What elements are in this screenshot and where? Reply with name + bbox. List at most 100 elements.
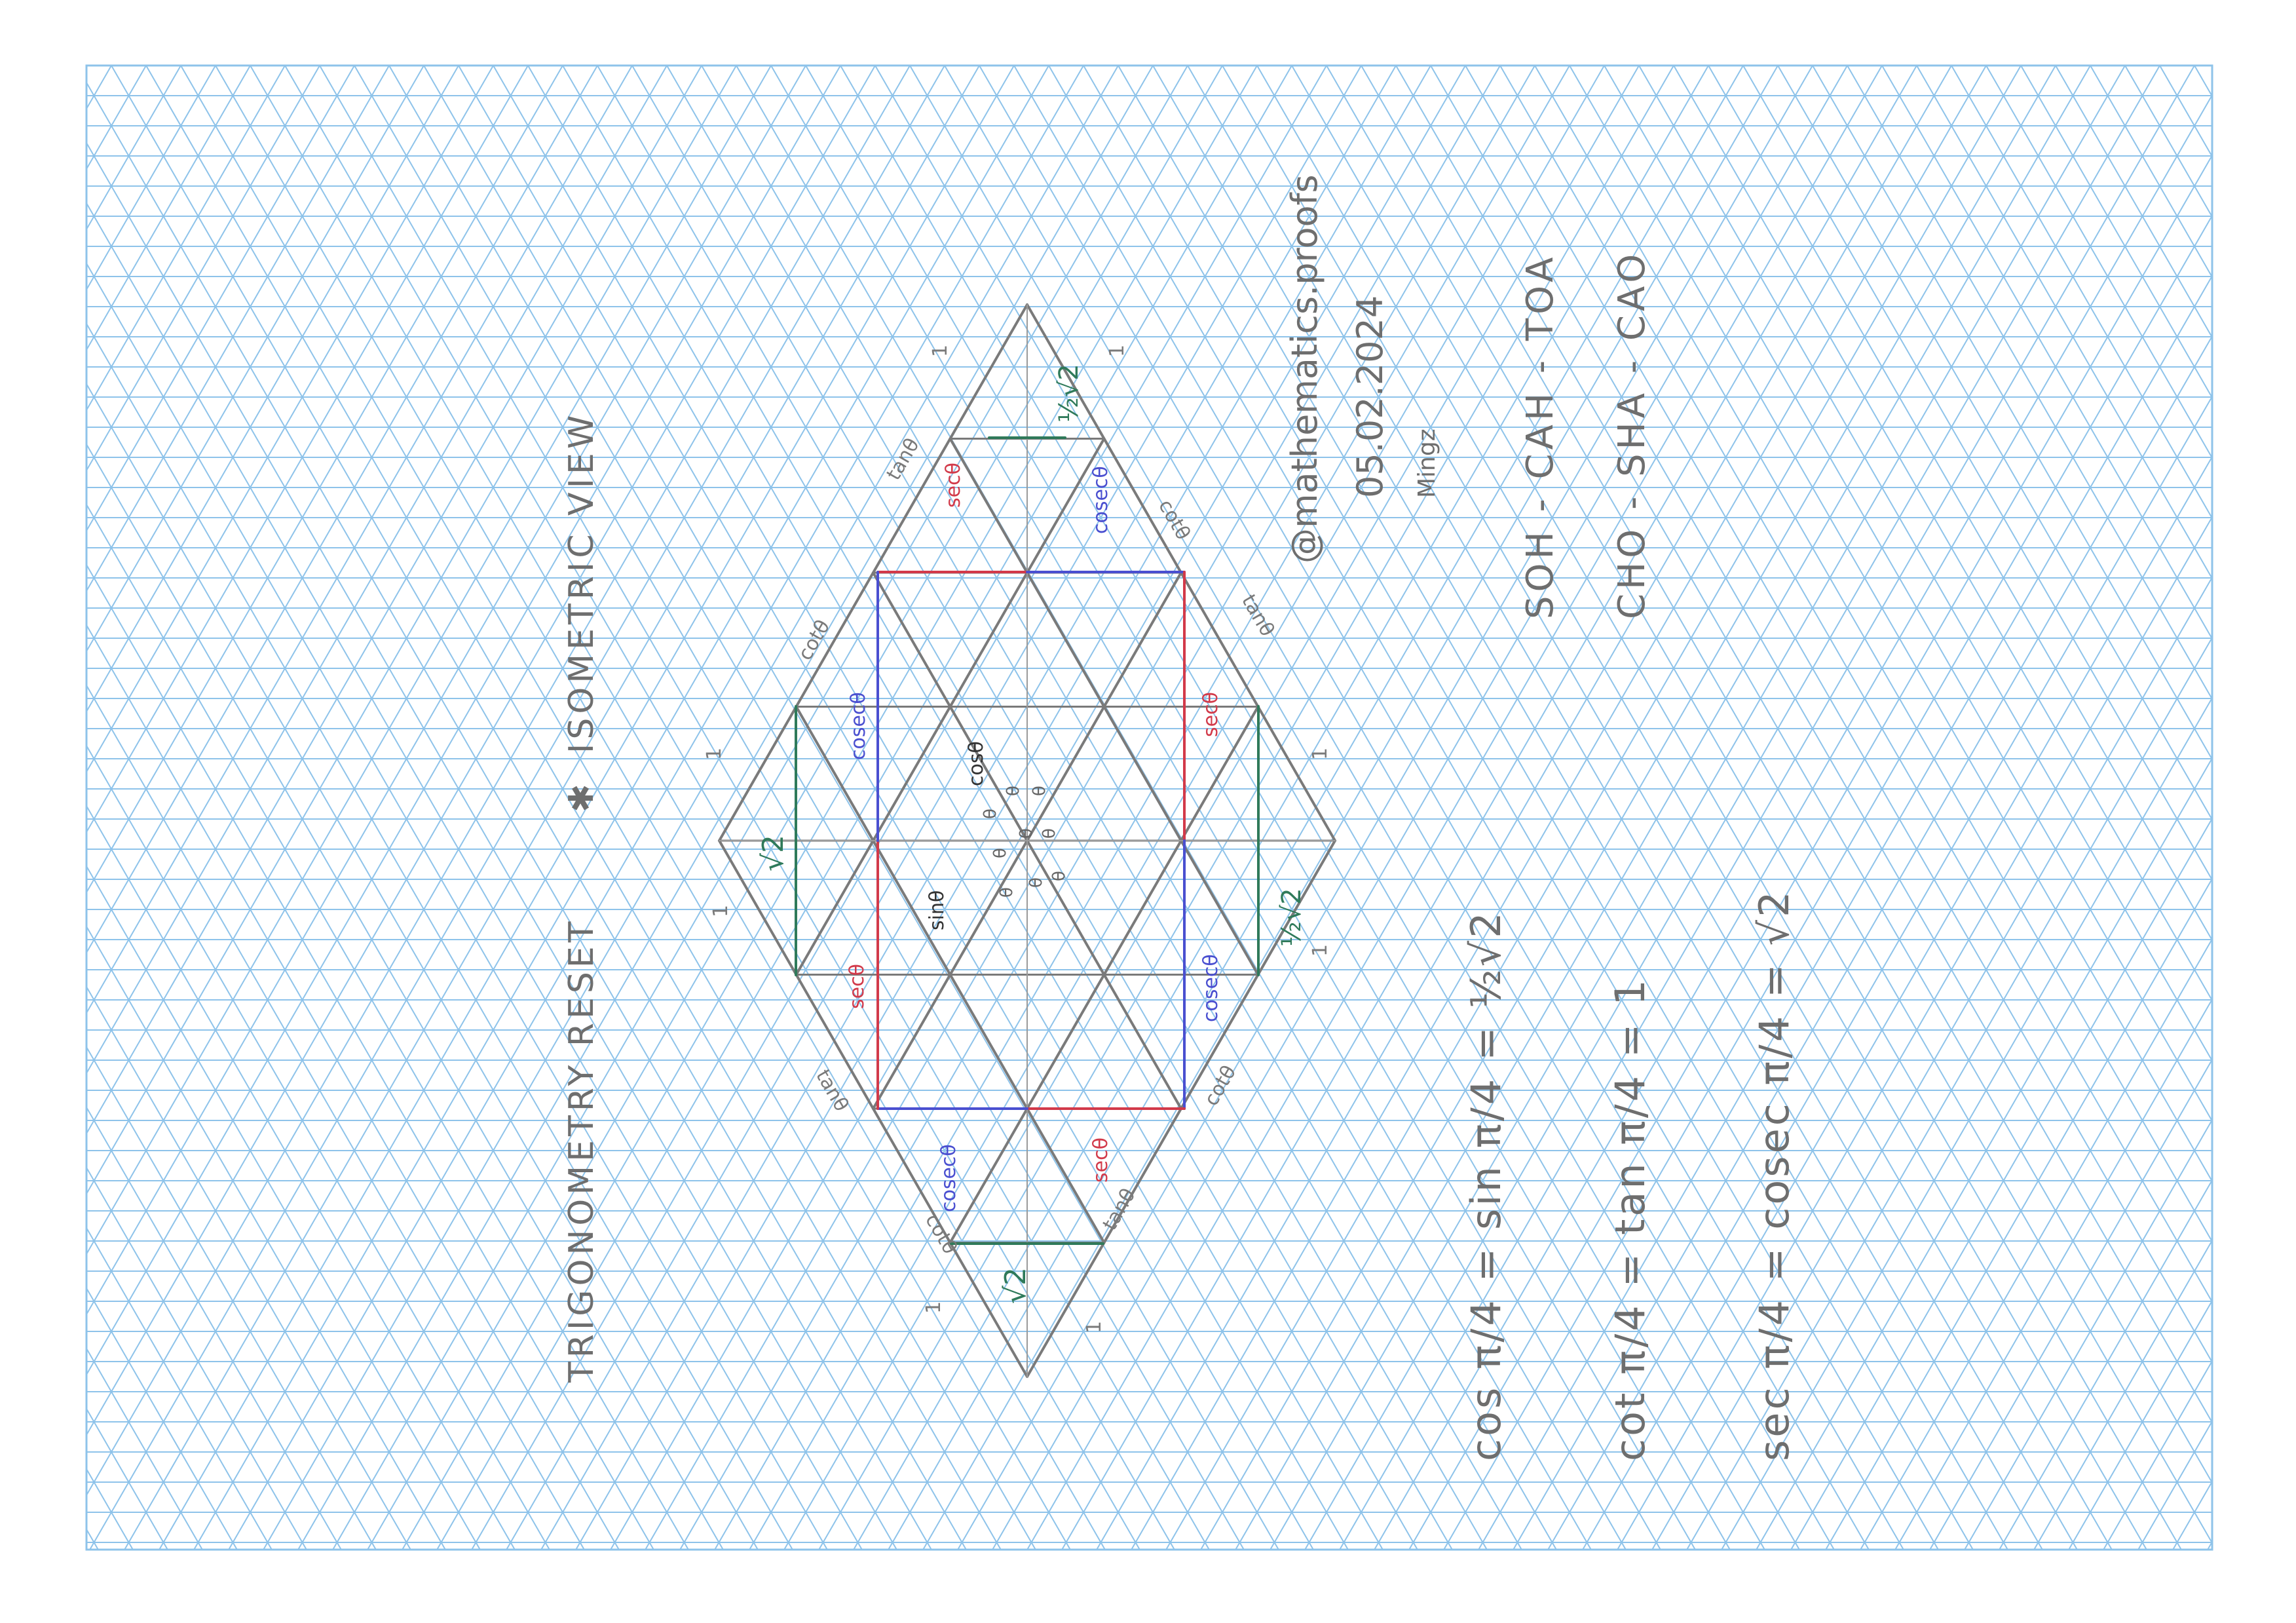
- grid-line-d1: [2090, 66, 2212, 278]
- grid-line-d2: [610, 66, 1466, 1550]
- grid-line-d1: [86, 383, 759, 1550]
- grid-line-d1: [180, 66, 1036, 1550]
- grid-line-d1: [1604, 66, 2212, 1122]
- grid-line-d1: [1777, 66, 2212, 821]
- grid-line-d2: [1686, 636, 2212, 1550]
- grid-line-d2: [89, 66, 945, 1550]
- grid-line-d1: [86, 684, 585, 1550]
- grid-line-d2: [1478, 275, 2212, 1550]
- grid-line-d2: [1096, 66, 1952, 1550]
- label-theta-1: θ: [1004, 786, 1023, 796]
- grid-line-d1: [1256, 66, 2113, 1550]
- grid-line-d2: [1547, 395, 2212, 1550]
- label-sec-4: secθ: [1089, 1137, 1112, 1183]
- grid-line-d2: [922, 66, 1778, 1550]
- label-half-root2-top: ½√2: [1054, 364, 1084, 423]
- grid-line-d2: [0, 66, 7, 1550]
- grid-line-d2: [1235, 66, 2091, 1550]
- grid-line-d1: [86, 202, 863, 1550]
- grid-line-d1: [1152, 66, 2008, 1550]
- grid-line-d2: [436, 66, 1292, 1550]
- grid-line-d2: [575, 66, 1431, 1550]
- grid-line-d2: [1270, 66, 2126, 1550]
- grid-line-d1: [1812, 66, 2212, 761]
- mnemonic-cho: CHO - SHA - CAO: [1611, 250, 1653, 619]
- grid-line-d1: [86, 1407, 168, 1550]
- grid-line-d1: [1742, 66, 2212, 881]
- grid-line-d1: [1465, 66, 2212, 1364]
- grid-line-d2: [1860, 938, 2212, 1550]
- grid-line-d2: [1443, 214, 2212, 1550]
- grid-line-d1: [86, 1046, 377, 1550]
- grid-line-d1: [86, 262, 828, 1550]
- grid-line-d2: [1061, 66, 1917, 1550]
- grid-line-d1: [736, 66, 1592, 1550]
- grid-line-d2: [1894, 998, 2212, 1550]
- grid-line-d2: [263, 66, 1119, 1550]
- grid-line-d2: [86, 66, 251, 351]
- grid-line-d2: [1374, 94, 2212, 1550]
- grid-line-d1: [86, 624, 620, 1550]
- grid-line-d1: [86, 503, 689, 1550]
- grid-line-d1: [86, 1287, 238, 1550]
- grid-line-d1: [1361, 66, 2212, 1544]
- grid-line-d2: [471, 66, 1327, 1550]
- grid-line-d2: [86, 66, 876, 1436]
- grid-line-d2: [86, 66, 112, 110]
- label-one-left-lower: 1: [709, 905, 732, 917]
- credit-block: @mathematics.proofs 05.02.2024 Mingz: [1284, 174, 1440, 563]
- label-cosec-2: cosecθ: [847, 692, 870, 760]
- label-sec-1: secθ: [942, 463, 965, 508]
- grid-line-d1: [86, 805, 516, 1550]
- grid-line-d2: [86, 66, 841, 1376]
- grid-line-d2: [86, 66, 181, 231]
- grid-line-d1: [423, 66, 1279, 1550]
- grid-line-d2: [992, 66, 1848, 1550]
- grid-line-d1: [701, 66, 1557, 1550]
- equation-cot-tan: cot π/4 = tan π/4 = 1: [1606, 977, 1654, 1461]
- grid-line-d1: [909, 66, 1765, 1550]
- label-theta-5: θ: [1040, 828, 1059, 839]
- grid-line-d2: [749, 66, 1605, 1550]
- grid-line-d1: [666, 66, 1522, 1550]
- grid-line-d2: [1999, 1179, 2212, 1550]
- grid-line-d1: [1708, 66, 2212, 942]
- grid-line-d1: [1083, 66, 1939, 1550]
- grid-line-d1: [875, 66, 1731, 1550]
- grid-line-d1: [1395, 66, 2212, 1484]
- grid-line-d1: [1013, 66, 1870, 1550]
- date-text: 05.02.2024: [1349, 296, 1391, 498]
- grid-line-d2: [86, 66, 147, 170]
- grid-line-d2: [679, 66, 1535, 1550]
- label-sin: sinθ: [926, 890, 949, 930]
- grid-line-d2: [1825, 877, 2212, 1550]
- grid-line-d1: [2264, 66, 2296, 1550]
- grid-line-d2: [1131, 66, 1987, 1550]
- mnemonics-block: SOH - CAH - TOA CHO - SHA - CAO: [1519, 250, 1653, 619]
- grid-line-d1: [0, 66, 64, 1550]
- grid-line-d1: [86, 744, 550, 1550]
- grid-line-d1: [1187, 66, 2043, 1550]
- grid-line-d1: [1326, 66, 2182, 1550]
- grid-line-d1: [1499, 66, 2212, 1303]
- grid-line-d2: [86, 66, 737, 1195]
- label-sec-2: secθ: [1199, 692, 1222, 737]
- grid-line-d1: [86, 865, 481, 1550]
- grid-line-d2: [1929, 1058, 2212, 1550]
- grid-line-d1: [1048, 66, 1904, 1550]
- grid-line-d1: [1985, 66, 2212, 459]
- grid-line-d1: [145, 66, 1002, 1550]
- label-one-top-left: 1: [929, 345, 952, 357]
- equation-cos-sin: cos π/4 = sin π/4 = ½√2: [1462, 909, 1510, 1461]
- grid-line-d2: [86, 66, 911, 1497]
- grid-line-d2: [86, 66, 806, 1316]
- label-sec-3: secθ: [846, 964, 869, 1009]
- grid-line-d1: [86, 1227, 273, 1550]
- grid-line-d2: [1790, 817, 2212, 1550]
- grid-line-d2: [1339, 66, 2195, 1550]
- label-cos: cosθ: [965, 741, 988, 786]
- grid-line-d1: [493, 66, 1349, 1550]
- grid-line-d1: [1881, 66, 2212, 640]
- grid-line-d2: [2033, 1239, 2212, 1550]
